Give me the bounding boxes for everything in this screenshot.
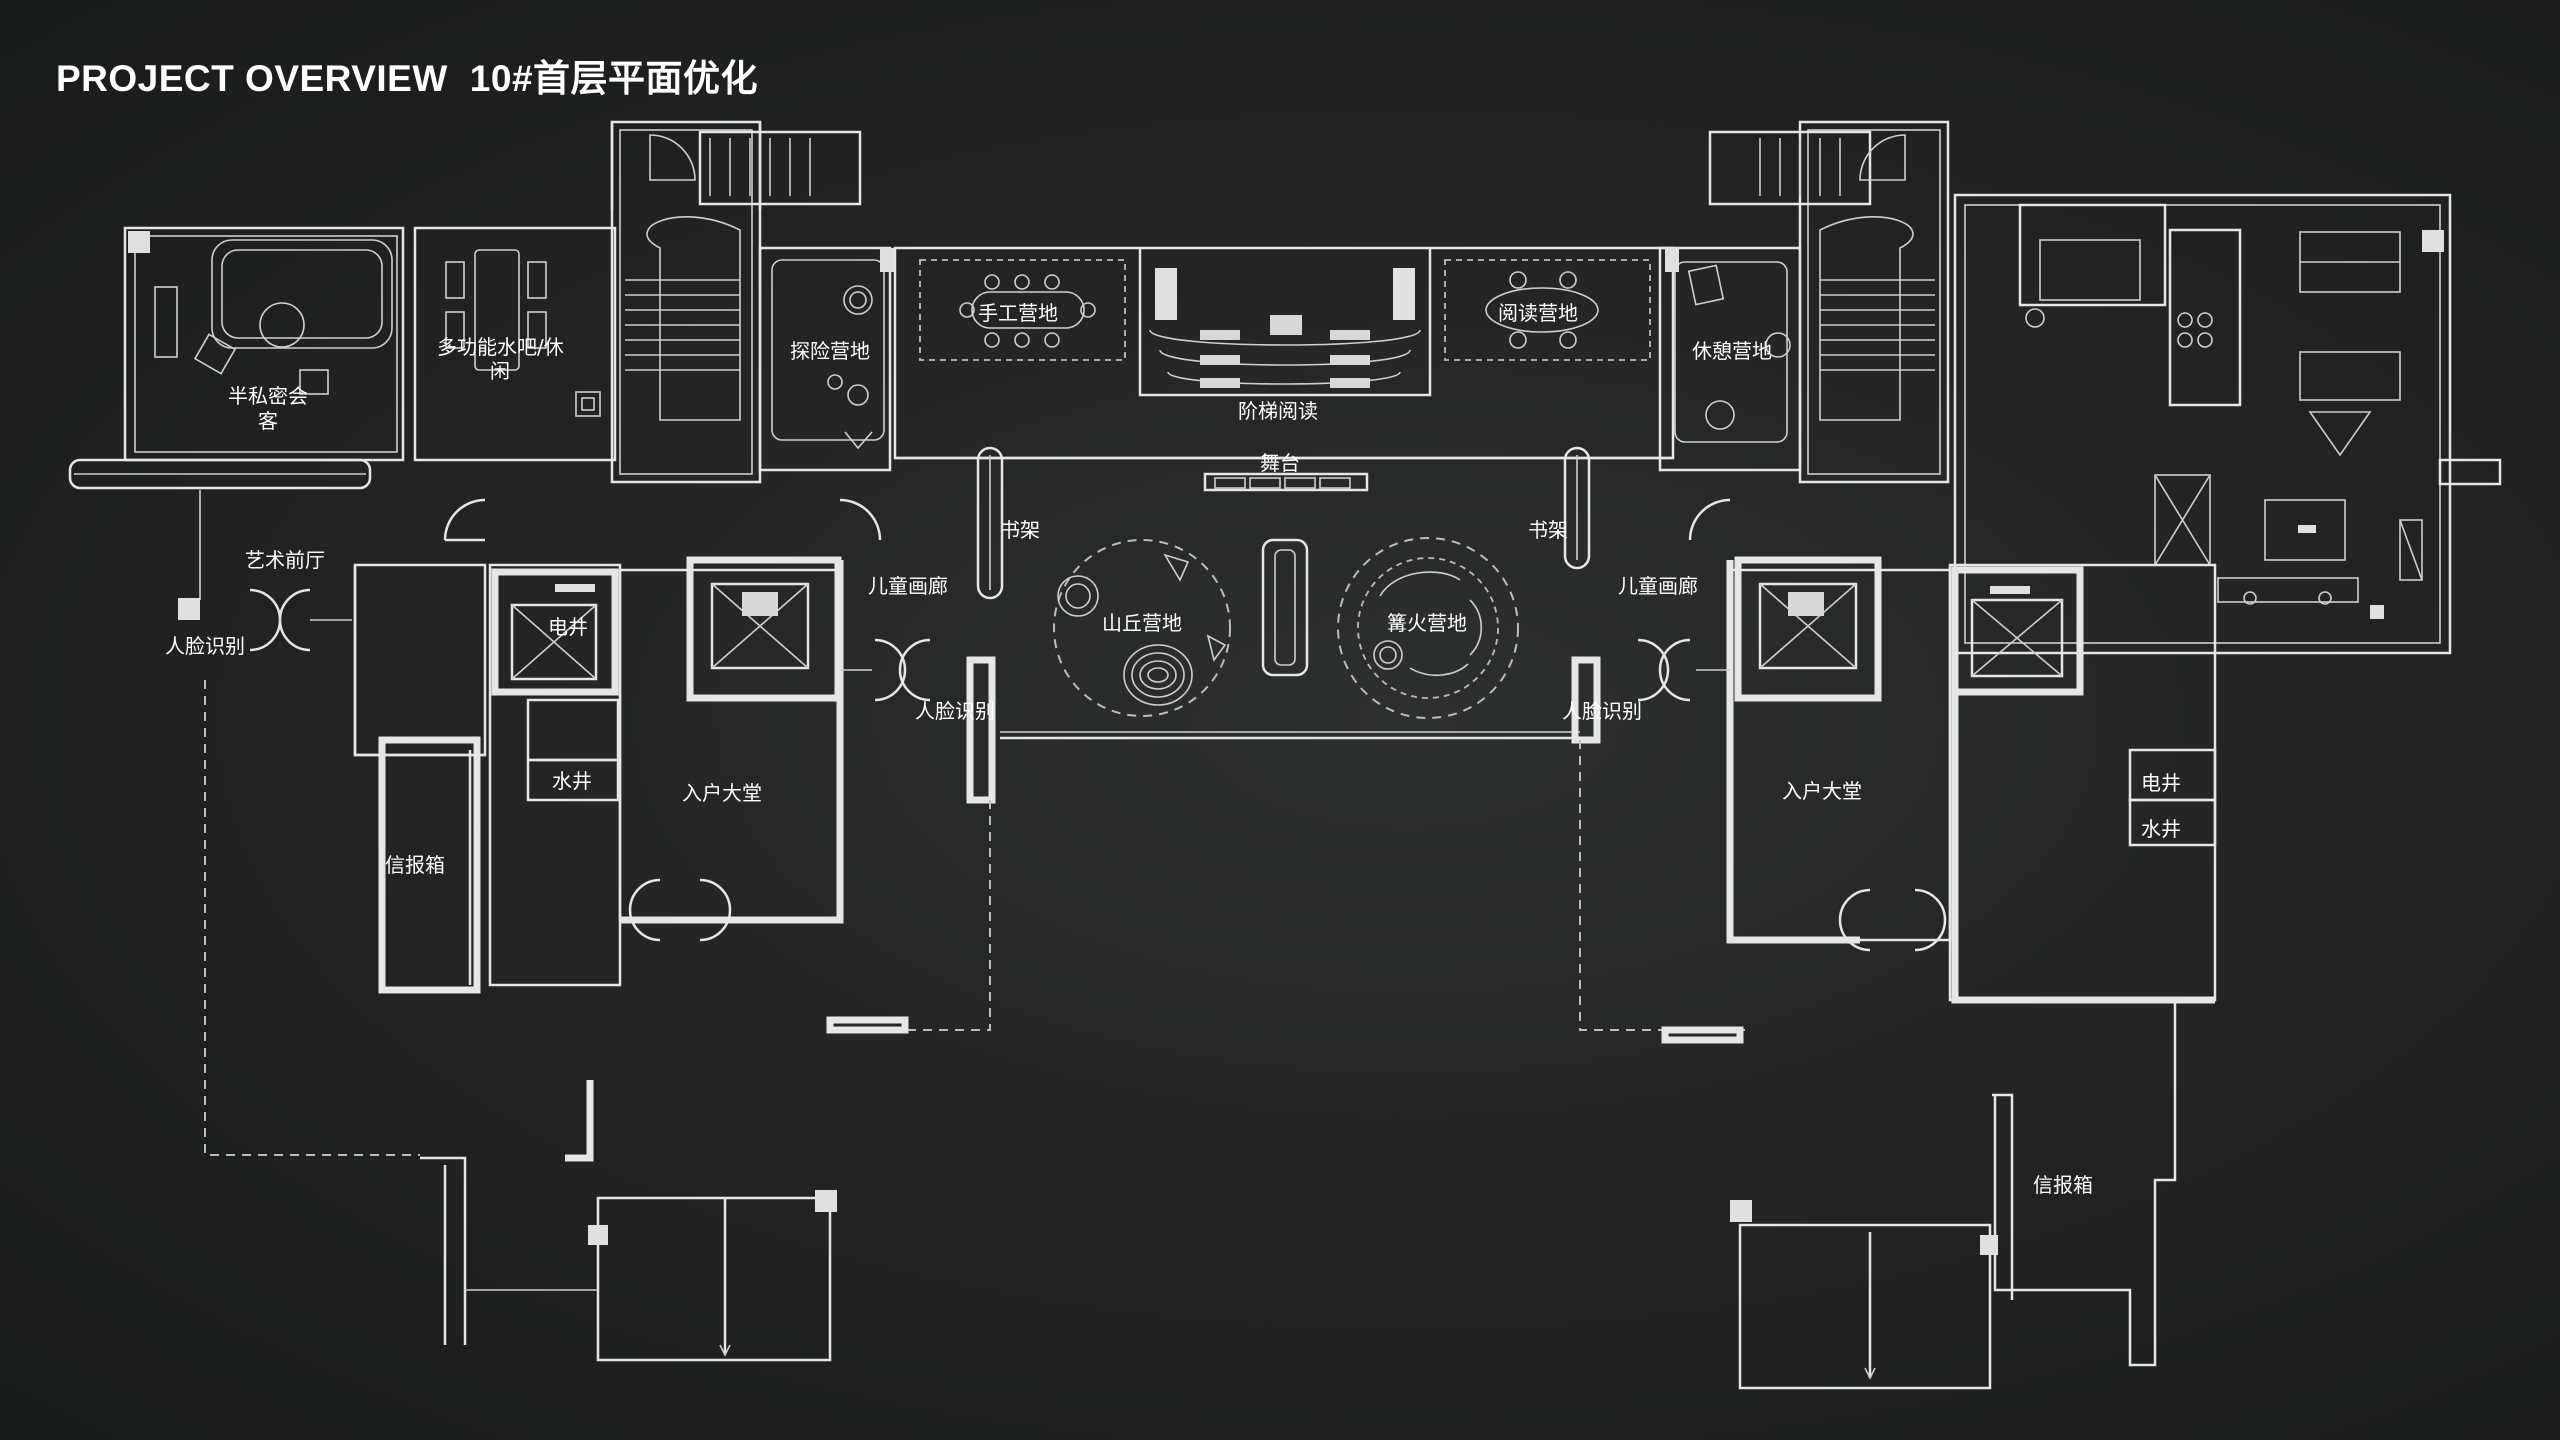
label-stage: 舞台 <box>1260 451 1300 475</box>
center-hall <box>893 246 1675 740</box>
title-prefix: PROJECT OVERVIEW <box>56 58 448 99</box>
label-rest: 休憩营地 <box>1692 339 1772 363</box>
label-lobby-right: 入户大堂 <box>1782 779 1862 803</box>
label-water-right: 水井 <box>2141 817 2181 841</box>
label-handcraft: 手工营地 <box>978 301 1058 325</box>
label-elec-left: 电井 <box>548 615 588 639</box>
label-mailbox-right: 信报箱 <box>2033 1173 2093 1197</box>
label-elec-right: 电井 <box>2141 771 2181 795</box>
page-title: PROJECT OVERVIEW 10#首层平面优化 <box>56 48 758 102</box>
label-semi-private-1: 半私密会 <box>228 384 308 408</box>
label-reading: 阅读营地 <box>1498 301 1578 325</box>
title-main: 10#首层平面优化 <box>469 58 759 99</box>
label-bonfire-camp: 篝火营地 <box>1387 611 1467 635</box>
label-shelf-left: 书架 <box>1000 518 1040 542</box>
label-hill-camp: 山丘营地 <box>1102 611 1182 635</box>
label-face-id-left: 人脸识别 <box>915 699 995 723</box>
label-bar-1: 多功能水吧/休 <box>437 335 564 359</box>
label-explore: 探险营地 <box>790 339 870 363</box>
label-gallery-left: 儿童画廊 <box>868 574 948 598</box>
label-gallery-right: 儿童画廊 <box>1618 574 1698 598</box>
right-wing <box>1571 120 2502 1390</box>
left-wing <box>68 120 996 1362</box>
label-lobby-left: 入户大堂 <box>682 781 762 805</box>
label-shelf-right: 书架 <box>1528 518 1568 542</box>
label-stair-reading: 阶梯阅读 <box>1238 399 1318 423</box>
label-face-id-far-left: 人脸识别 <box>165 634 245 658</box>
label-semi-private-2: 客 <box>258 409 278 433</box>
label-mailbox-left: 信报箱 <box>385 853 445 877</box>
label-art-lobby: 艺术前厅 <box>245 548 325 572</box>
label-bar-2: 闲 <box>490 359 510 383</box>
label-face-id-right: 人脸识别 <box>1562 699 1642 723</box>
label-water-left: 水井 <box>552 769 592 793</box>
